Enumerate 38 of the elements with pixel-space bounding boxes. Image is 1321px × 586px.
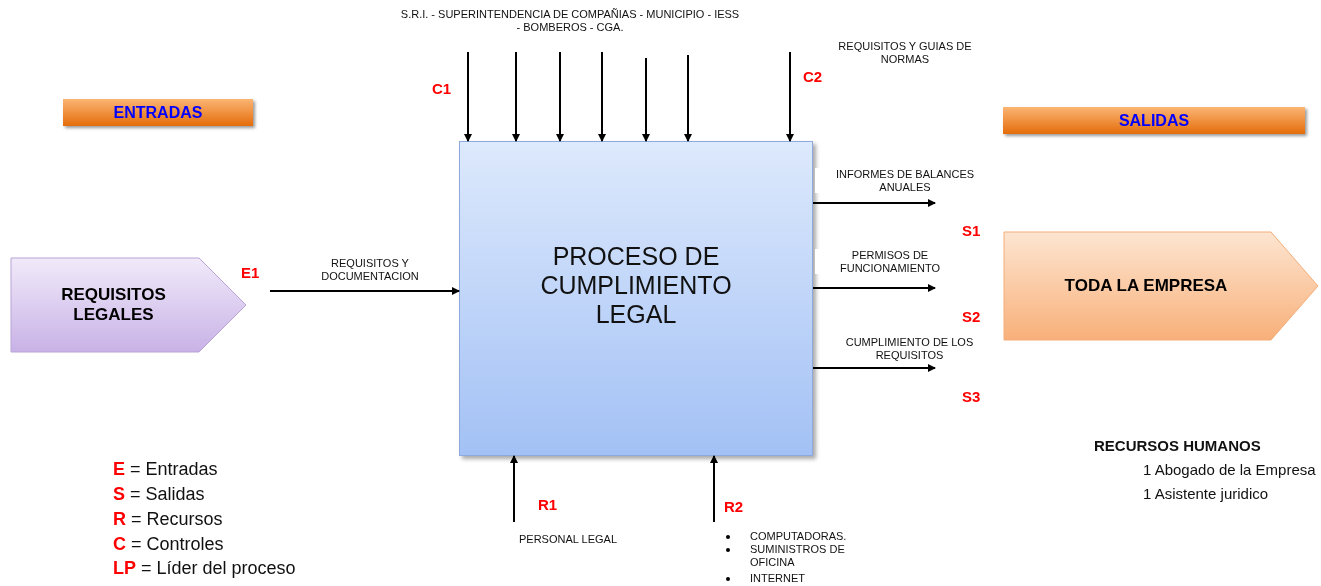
key-entry: S = Salidas (113, 484, 205, 505)
arrow (684, 54, 692, 142)
arrow (642, 57, 650, 142)
arrow (812, 284, 936, 292)
list-item: SUMINISTROS DE OFICINA (750, 543, 846, 569)
code-label: S2 (962, 308, 981, 326)
process-box: PROCESO DE CUMPLIMIENTO LEGAL (459, 141, 813, 456)
arrow (510, 455, 518, 523)
key-entry: R = Recursos (113, 509, 223, 530)
key-entry: C = Controles (113, 534, 224, 555)
code-label: S1 (962, 222, 981, 240)
arrow (598, 51, 606, 142)
code-label: C1 (432, 80, 452, 98)
arrow (556, 51, 564, 142)
staff-item: 1 Asistente juridico (1143, 485, 1269, 503)
header-bar: ENTRADAS (63, 99, 253, 126)
arrow (786, 51, 794, 142)
staff-item: 1 Abogado de la Empresa (1143, 461, 1316, 479)
key-entry: E = Entradas (113, 459, 218, 480)
list-item: COMPUTADORAS. (750, 530, 847, 543)
section-heading: RECURSOS HUMANOS (1094, 437, 1261, 455)
list-item: INTERNET (750, 572, 805, 585)
arrow (812, 199, 936, 207)
control-text: REQUISITOS Y GUIAS DE NORMAS (837, 40, 973, 66)
control-text: S.R.I. - SUPERINTENDENCIA DE COMPAÑIAS - MUNICIPIO - IESS - BOMBEROS - CGA. (400, 8, 740, 34)
arrow (464, 51, 472, 142)
code-label: R1 (538, 496, 558, 514)
code-label: C2 (803, 68, 823, 86)
resource-text: PERSONAL LEGAL (519, 533, 618, 546)
header-bar: SALIDAS (1003, 107, 1305, 134)
arrow (812, 364, 936, 372)
arrow (269, 287, 460, 295)
key-entry: LP = Líder del proceso (113, 558, 296, 579)
output-arrow-shape: TODA LA EMPRESA (1003, 231, 1319, 341)
arrow (512, 51, 520, 142)
code-label: R2 (724, 498, 744, 516)
arrow (710, 455, 718, 523)
code-label: S3 (962, 388, 981, 406)
